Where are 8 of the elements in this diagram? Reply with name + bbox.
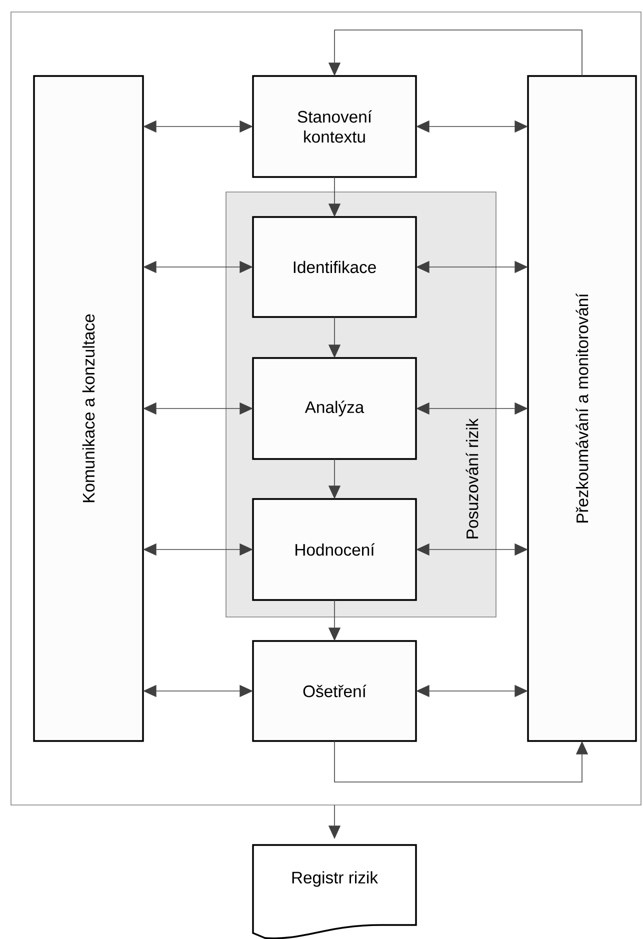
process-box: Identifikace [252,216,417,318]
process-box: Stanovení kontextu [252,75,417,178]
process-column: Přezkoumávání a monitorování [527,75,637,742]
process-box: Hodnocení [252,498,417,601]
process-box: Ošetření [252,640,417,742]
process-column: Komunikace a konzultace [33,75,144,742]
process-box: Analýza [252,357,417,460]
frame-box [10,12,642,806]
